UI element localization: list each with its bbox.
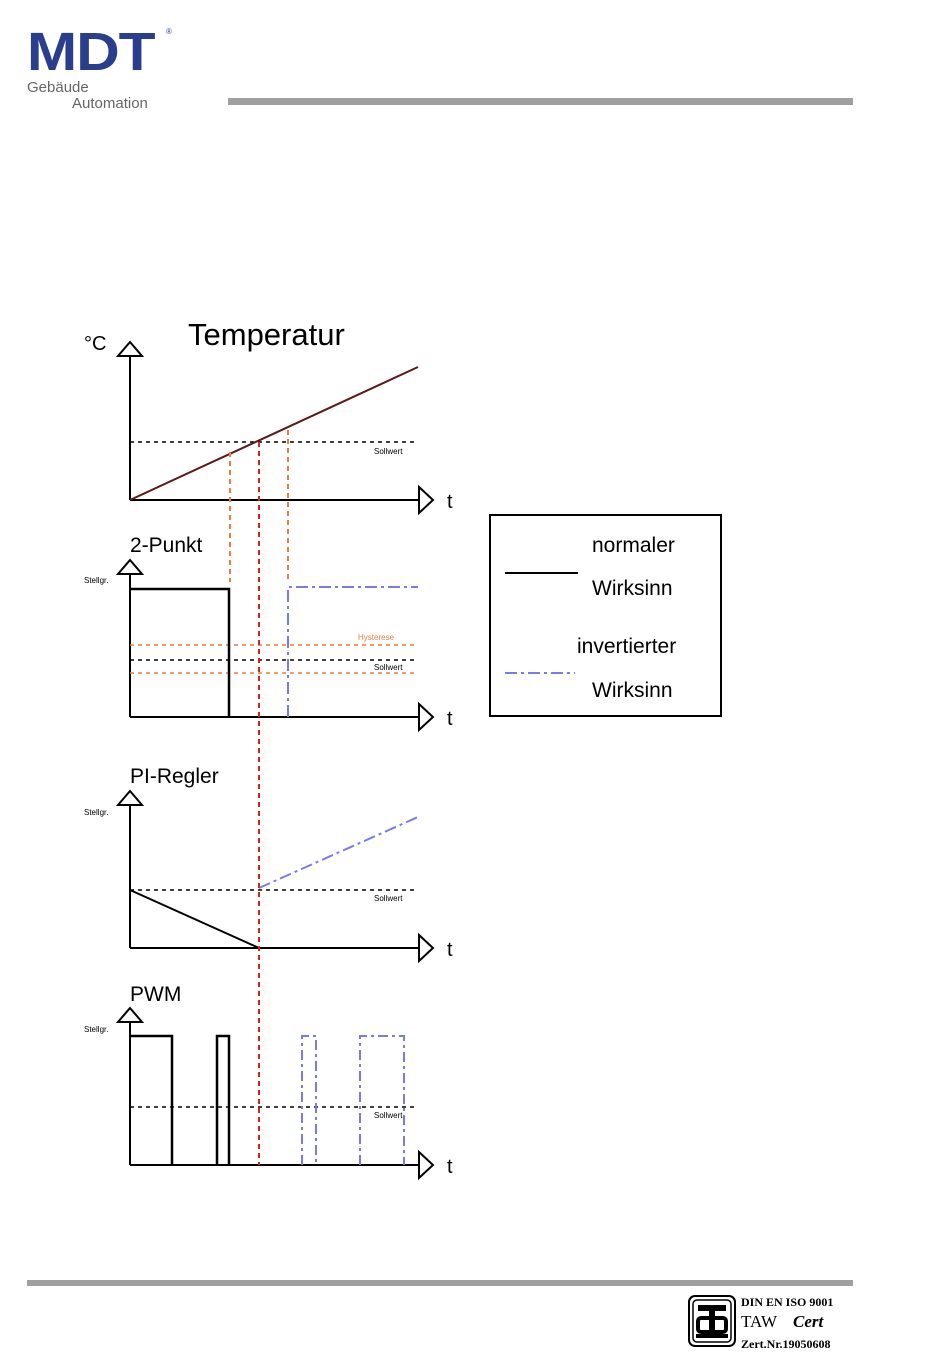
two-point-normal-signal bbox=[130, 589, 229, 717]
two-point-inverted-signal bbox=[288, 587, 418, 717]
registered-mark: ® bbox=[166, 27, 172, 36]
temperature-line bbox=[130, 367, 418, 500]
pi-chart: PI-Regler Stellgr. t Sollwert bbox=[84, 765, 453, 961]
two-point-y-arrow bbox=[118, 560, 142, 574]
pi-normal-signal bbox=[130, 890, 259, 948]
pwm-setpoint-label: Sollwert bbox=[374, 1111, 403, 1120]
temperature-unit: °C bbox=[84, 333, 106, 355]
two-point-x-label: t bbox=[447, 708, 453, 730]
pi-y-arrow bbox=[118, 791, 142, 805]
two-point-chart: 2-Punkt Stellgr. t Hysterese Sollwert bbox=[84, 534, 453, 730]
pi-setpoint-label: Sollwert bbox=[374, 894, 403, 903]
temperature-title: Temperatur bbox=[188, 317, 345, 352]
two-point-y-label: Stellgr. bbox=[84, 576, 108, 585]
temperature-y-arrow bbox=[118, 342, 142, 356]
pwm-title: PWM bbox=[130, 983, 181, 1006]
pi-x-arrow bbox=[419, 935, 433, 961]
legend-normal-text-1: normaler bbox=[592, 534, 675, 557]
header-rule bbox=[228, 98, 853, 105]
logo-subtitle-1: Gebäude bbox=[27, 79, 89, 96]
temperature-chart: Temperatur °C t Sollwert bbox=[84, 317, 453, 513]
pwm-normal-pulse-2 bbox=[217, 1036, 229, 1165]
logo-text: MDT bbox=[27, 22, 156, 82]
pi-y-label: Stellgr. bbox=[84, 808, 108, 817]
two-point-x-arrow bbox=[419, 704, 433, 730]
temperature-x-label: t bbox=[447, 491, 453, 513]
pwm-y-label: Stellgr. bbox=[84, 1025, 108, 1034]
cert-standard: DIN EN ISO 9001 bbox=[741, 1295, 833, 1309]
pi-inverted-signal bbox=[259, 817, 418, 888]
pi-title: PI-Regler bbox=[130, 765, 219, 788]
pwm-inverted-pulse-1 bbox=[302, 1036, 316, 1165]
certification-badge: DIN EN ISO 9001 TAW Cert Zert.Nr.1905060… bbox=[689, 1295, 833, 1351]
hysteresis-label: Hysterese bbox=[358, 633, 395, 642]
cert-number: Zert.Nr.19050608 bbox=[741, 1337, 831, 1351]
pwm-y-arrow bbox=[118, 1008, 142, 1022]
cert-cert: Cert bbox=[793, 1312, 825, 1331]
pwm-x-label: t bbox=[447, 1156, 453, 1178]
cert-taw: TAW bbox=[741, 1312, 778, 1331]
two-point-title: 2-Punkt bbox=[130, 534, 203, 557]
pwm-normal-pulse-1 bbox=[130, 1036, 172, 1165]
pwm-x-arrow bbox=[419, 1152, 433, 1178]
legend-normal-text-2: Wirksinn bbox=[592, 577, 673, 600]
legend-inverted-text-1: invertierter bbox=[577, 635, 676, 658]
pi-x-label: t bbox=[447, 939, 453, 961]
pwm-inverted-pulse-2 bbox=[360, 1036, 404, 1165]
legend: normaler Wirksinn invertierter Wirksinn bbox=[490, 515, 721, 716]
footer-rule bbox=[27, 1280, 853, 1286]
temperature-x-arrow bbox=[419, 487, 433, 513]
mdt-logo: MDT ® Gebäude Automation bbox=[27, 22, 172, 112]
logo-subtitle-2: Automation bbox=[72, 95, 148, 112]
two-point-setpoint-label: Sollwert bbox=[374, 663, 403, 672]
legend-inverted-text-2: Wirksinn bbox=[592, 679, 673, 702]
temperature-setpoint-label: Sollwert bbox=[374, 447, 403, 456]
taw-cert-logo bbox=[689, 1296, 735, 1346]
guide-lines bbox=[230, 430, 288, 1165]
pwm-chart: PWM Stellgr. t Sollwert bbox=[84, 983, 453, 1178]
